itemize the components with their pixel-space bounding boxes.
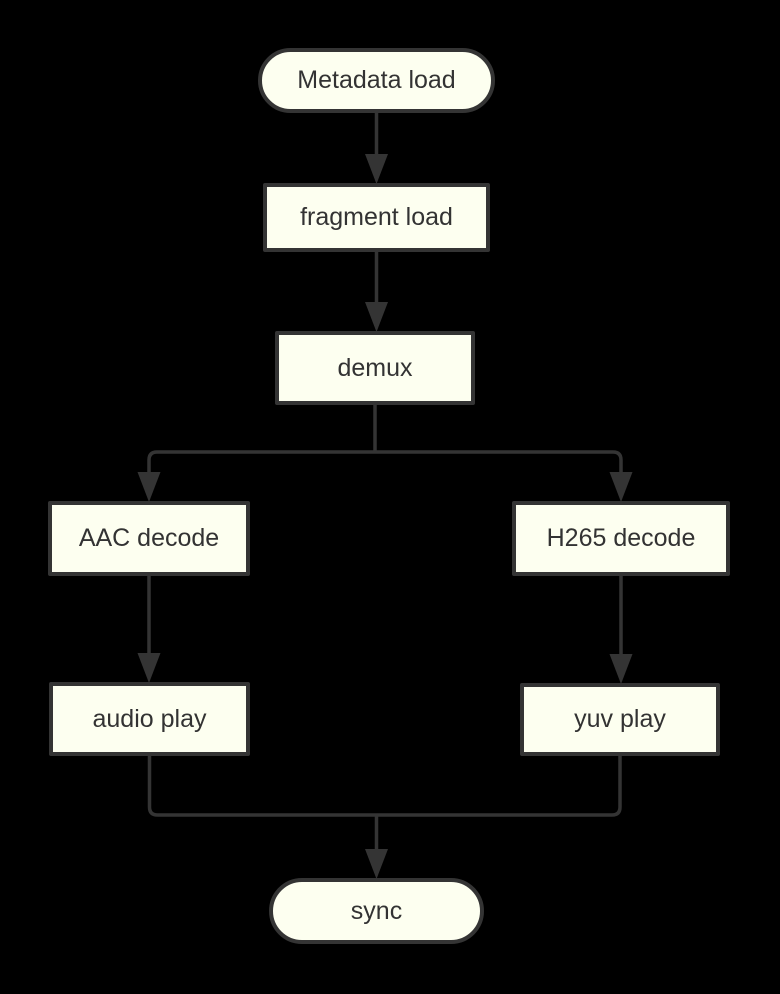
node-label: fragment load: [300, 203, 453, 231]
node-h265-decode: H265 decode: [512, 501, 730, 576]
edge-metadata-to-fragment: [365, 112, 388, 184]
node-demux: demux: [275, 331, 475, 405]
node-label: AAC decode: [78, 524, 220, 552]
edge-h265-to-yuv: [609, 575, 633, 684]
node-audio-play: audio play: [49, 682, 250, 756]
edge-bus-to-sync: [365, 815, 388, 879]
node-label: H265 decode: [546, 524, 696, 552]
node-label: Metadata load: [297, 66, 456, 94]
node-fragment-load: fragment load: [263, 183, 490, 252]
node-label: demux: [337, 353, 413, 382]
node-label: sync: [350, 896, 403, 925]
node-label: yuv play: [574, 705, 666, 733]
edge-aac-to-audio: [137, 575, 161, 683]
edge-demux-to-aac: [137, 450, 375, 502]
edge-demux-to-h265: [375, 450, 633, 502]
node-aac-decode: AAC decode: [48, 501, 250, 576]
edge-fragment-to-demux: [365, 251, 388, 332]
node-metadata-load: Metadata load: [258, 48, 495, 113]
node-label: audio play: [92, 704, 207, 733]
node-yuv-play: yuv play: [520, 683, 720, 756]
node-sync: sync: [269, 878, 484, 944]
edge-plays-to-sync-bus: [147, 755, 622, 817]
